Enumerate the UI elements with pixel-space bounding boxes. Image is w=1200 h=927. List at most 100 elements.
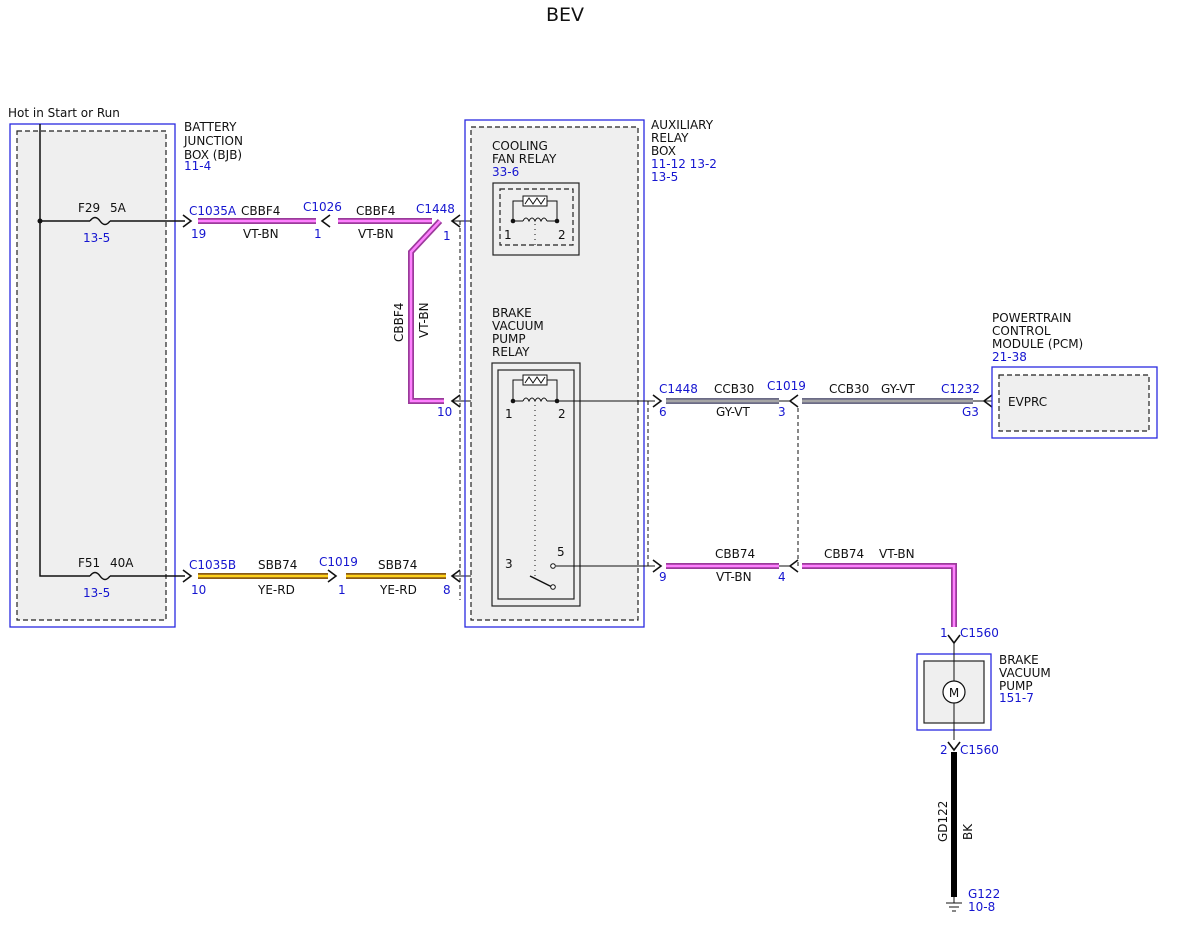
wire-w5-color: YE-RD [379, 583, 417, 597]
wire-w9-color: VT-BN [879, 547, 915, 561]
connector-c1232-pin: G3 [962, 405, 979, 419]
connector-c1035a-arrow [182, 214, 193, 228]
connector-c1560-bot-pin: 2 [940, 743, 948, 757]
connector-c1448-label: C1448 [416, 202, 455, 216]
resistor-zigzag [524, 376, 546, 384]
wire-w4-color: YE-RD [257, 583, 295, 597]
connector-c1019-arrow [788, 394, 799, 408]
pump-name-1: BRAKE [999, 653, 1039, 667]
fuse-f51-rating: 40A [110, 556, 134, 570]
connector-c1560-top-label: C1560 [960, 626, 999, 640]
wire-w5-circuit: SBB74 [378, 558, 417, 572]
cooling-relay-name-1: COOLING [492, 139, 548, 153]
coil-lead [512, 379, 523, 401]
aux-name-1: AUXILIARY [651, 118, 714, 132]
bjb-name-3: BOX (BJB) [184, 148, 242, 162]
pcm-name-1: POWERTRAIN [992, 311, 1072, 325]
bvp-relay-name-1: BRAKE [492, 306, 532, 320]
wire-w1-color: VT-BN [243, 227, 279, 241]
bvp-relay-pin2: 2 [558, 407, 566, 421]
brake-vacuum-pump-relay: BRAKE VACUUM PUMP RELAY 1 2 3 5 [491, 306, 655, 607]
ground-g122-label: G122 [968, 887, 1000, 901]
connector-c1019-right-pin: 3 [778, 405, 786, 419]
connector-c1019-arrow [327, 569, 338, 583]
bjb-outline [9, 123, 176, 628]
terminal-dot [510, 218, 516, 224]
pcm-name-2: CONTROL [992, 324, 1051, 338]
wire-cbbf4-run [198, 218, 444, 404]
motor-symbol: M [949, 686, 959, 700]
wire-w3-color: VT-BN [417, 302, 431, 338]
fuse-f29-rating: 5A [110, 201, 127, 215]
bvp-relay-pin5: 5 [557, 545, 565, 559]
connector-c1448-pin-9: 9 [659, 570, 667, 584]
connector-c1448-pin-10: 10 [437, 405, 452, 419]
aux-name-3: BOX [651, 144, 676, 158]
connector-c1019-right-label: C1019 [767, 379, 806, 393]
connector-c1019-pin-4: 4 [778, 570, 786, 584]
wire-w6-color: GY-VT [716, 405, 750, 419]
contact-terminal [550, 563, 556, 569]
cooling-fan-relay: COOLING FAN RELAY 33-6 1 2 [492, 139, 580, 256]
coil-lead [547, 200, 558, 221]
ground-g122-ref: 10-8 [968, 900, 995, 914]
connector-c1448-arrow [652, 559, 663, 573]
fuse-f29: F29 5A 13-5 [78, 201, 185, 245]
connector-c1448-pin: 1 [443, 229, 451, 243]
fuse-f51-ref: 13-5 [83, 586, 110, 600]
wire-w7-color: GY-VT [881, 382, 915, 396]
bvp-relay-pin1: 1 [505, 407, 513, 421]
contact-terminal [550, 584, 556, 590]
battery-junction-box: BATTERY JUNCTION BOX (BJB) 11-4 [9, 120, 243, 628]
brake-vacuum-pump: M BRAKE VACUUM PUMP 151-7 [916, 643, 1051, 740]
connector-c1560-arrow [947, 741, 961, 752]
wire-w1-circuit: CBBF4 [241, 204, 280, 218]
connector-c1232-label: C1232 [941, 382, 980, 396]
pump-ref: 151-7 [999, 691, 1034, 705]
aux-ref-2: 13-5 [651, 170, 678, 184]
wire-w4-circuit: SBB74 [258, 558, 297, 572]
connector-c1560-top-pin: 1 [940, 626, 948, 640]
coil-icon [522, 217, 548, 223]
wire-cbb74-run [666, 563, 957, 627]
connector-c1448-right-pin: 6 [659, 405, 667, 419]
wire-w8-circuit: CBB74 [715, 547, 755, 561]
bvp-relay-name-3: PUMP [492, 332, 526, 346]
aux-ref-1: 11-12 13-2 [651, 157, 717, 171]
connector-c1560-bot-label: C1560 [960, 743, 999, 757]
pcm-name-3: MODULE (PCM) [992, 337, 1083, 351]
bjb-inner [16, 130, 167, 621]
terminal-dot [554, 218, 560, 224]
fuse-symbol [89, 571, 111, 581]
connector-c1019-label: C1019 [319, 555, 358, 569]
coil-icon [522, 397, 548, 403]
connector-c1035a-label: C1035A [189, 204, 237, 218]
connector-c1448-right-label: C1448 [659, 382, 698, 396]
pcm-inner [998, 374, 1150, 432]
bvp-relay-name-4: RELAY [492, 345, 530, 359]
pcm-ref: 21-38 [992, 350, 1027, 364]
bjb-ref: 11-4 [184, 159, 211, 173]
connector-c1035b-label: C1035B [189, 558, 236, 572]
connector-c1035b-pin: 10 [191, 583, 206, 597]
wire-w6-circuit: CCB30 [714, 382, 754, 396]
connector-c1035b-arrow [182, 569, 193, 583]
coil-lead [547, 379, 558, 401]
cooling-relay-inner [499, 188, 574, 246]
wire-w10-circuit: GD122 [936, 801, 950, 842]
resistor-zigzag [524, 197, 546, 205]
cooling-relay-ref: 33-6 [492, 165, 519, 179]
connector-c1019-pin: 1 [338, 583, 346, 597]
wire-w7-circuit: CCB30 [829, 382, 869, 396]
fuse-f51-name: F51 [78, 556, 100, 570]
coil-lead [512, 200, 523, 221]
powertrain-control-module: POWERTRAIN CONTROL MODULE (PCM) 21-38 EV… [991, 311, 1158, 439]
connector-c1448-arrow [652, 394, 663, 408]
terminal-dot [510, 398, 516, 404]
connector-c1026-label: C1026 [303, 200, 342, 214]
connector-c1035a-pin: 19 [191, 227, 206, 241]
wire-w3-circuit: CBBF4 [392, 303, 406, 342]
bvp-relay-pin3: 3 [505, 557, 513, 571]
connector-c1026-pin: 1 [314, 227, 322, 241]
